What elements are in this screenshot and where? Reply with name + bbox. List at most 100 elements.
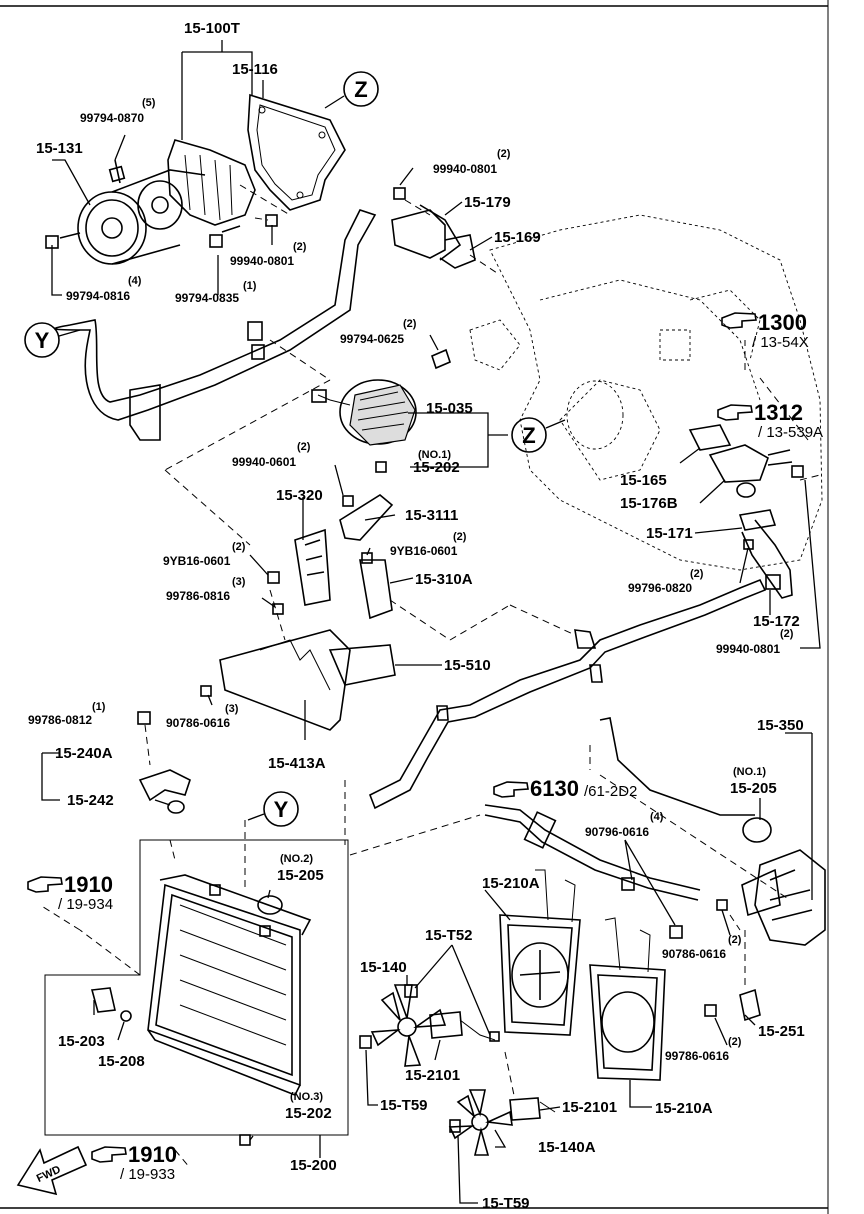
pno-99940-0601: 99940-0601 bbox=[232, 455, 296, 469]
label-15-510: 15-510 bbox=[444, 657, 491, 674]
qty-99794-0816: (4) bbox=[128, 275, 142, 287]
pno-90786-0616-bracket: 90786-0616 bbox=[166, 716, 230, 730]
qty-99940-0801-thermo: (2) bbox=[780, 628, 794, 640]
ref-1312-number: 1312 bbox=[754, 400, 803, 425]
guide-lines bbox=[39, 184, 809, 1169]
engine-block-outline bbox=[469, 214, 823, 571]
label-15-350: 15-350 bbox=[757, 717, 804, 734]
ref-6130: 6130 /61-2D2 bbox=[493, 776, 637, 801]
label-15-210A-left: 15-210A bbox=[482, 875, 540, 892]
ref-1300-number: 1300 bbox=[758, 310, 807, 335]
pno-9YB16-0601-right: 9YB16-0601 bbox=[390, 544, 458, 558]
qty-99796-0820: (2) bbox=[690, 568, 704, 580]
label-15-169: 15-169 bbox=[494, 229, 541, 246]
qty-99940-0601: (2) bbox=[297, 441, 311, 453]
label-15-320: 15-320 bbox=[276, 487, 323, 504]
ref-1312: 1312 / 13-539A bbox=[717, 400, 823, 441]
pno-99786-0812: 99786-0812 bbox=[28, 713, 92, 727]
pno-99940-0801-top: 99940-0801 bbox=[433, 162, 497, 176]
callout-y-bottom: Y bbox=[247, 791, 299, 827]
ref-1910-bottom-sub: / 19-933 bbox=[120, 1166, 175, 1183]
label-15-T59-right: 15-T59 bbox=[482, 1195, 530, 1212]
ref-1910-top: 1910 / 19-934 bbox=[27, 872, 113, 913]
ref-1300: 1300 / 13-54X bbox=[721, 310, 809, 351]
label-15-140: 15-140 bbox=[360, 959, 407, 976]
qty-99794-0835: (1) bbox=[243, 280, 257, 292]
pointing-hand-icon bbox=[493, 781, 529, 798]
lower-hose-pipe bbox=[368, 578, 767, 810]
radiator-core bbox=[90, 874, 312, 1146]
label-15-172: 15-172 bbox=[753, 613, 800, 630]
pno-99786-0816: 99786-0816 bbox=[166, 589, 230, 603]
ref-1910-top-sub: / 19-934 bbox=[58, 896, 113, 913]
ref-1910-bottom-number: 1910 bbox=[128, 1142, 177, 1167]
overflow-hose bbox=[484, 804, 701, 901]
callout-z-top: Z bbox=[324, 71, 379, 109]
pno-99794-0625: 99794-0625 bbox=[340, 332, 404, 346]
fan-shroud-right bbox=[589, 917, 666, 1081]
note-no1-reservoir: (NO.1) bbox=[733, 766, 766, 778]
label-15-200: 15-200 bbox=[290, 1157, 337, 1174]
ref-1910-bottom: 1910 / 19-933 bbox=[91, 1142, 177, 1183]
callout-y-left-text: Y bbox=[35, 328, 50, 353]
label-15-413A: 15-413A bbox=[268, 755, 326, 772]
ref-1300-sub: / 13-54X bbox=[752, 334, 809, 351]
label-15-3111: 15-3111 bbox=[405, 507, 458, 524]
fwd-arrow-icon: FWD bbox=[16, 1145, 88, 1196]
label-15-310A: 15-310A bbox=[415, 571, 473, 588]
callout-z-top-text: Z bbox=[354, 77, 367, 102]
label-15-T52: 15-T52 bbox=[425, 927, 473, 944]
water-outlet-housing bbox=[391, 187, 501, 276]
pno-99794-0816: 99794-0816 bbox=[66, 289, 130, 303]
fan-shroud-left bbox=[499, 869, 581, 1036]
label-15-202-radiator: 15-202 bbox=[285, 1105, 332, 1122]
pno-99940-0801-pump: 99940-0801 bbox=[230, 254, 294, 268]
coolant-reservoir bbox=[589, 717, 826, 1022]
qty-90786-0616-bracket: (3) bbox=[225, 703, 239, 715]
qty-9YB16-0601-left: (2) bbox=[232, 541, 246, 553]
label-15-T59-left: 15-T59 bbox=[380, 1097, 428, 1114]
label-15-210A-right: 15-210A bbox=[655, 1100, 713, 1117]
pointing-hand-icon bbox=[91, 1146, 127, 1163]
label-15-2101-right: 15-2101 bbox=[562, 1099, 617, 1116]
pno-99786-0616: 99786-0616 bbox=[665, 1049, 729, 1063]
pno-99794-0870: 99794-0870 bbox=[80, 111, 144, 125]
qty-99794-0625: (2) bbox=[403, 318, 417, 330]
label-15-202-top: 15-202 bbox=[413, 459, 460, 476]
qty-90796-0616: (4) bbox=[650, 811, 664, 823]
pointing-hand-icon bbox=[721, 312, 757, 329]
label-15-140A: 15-140A bbox=[538, 1139, 596, 1156]
label-15-116: 15-116 bbox=[232, 61, 278, 78]
qty-9YB16-0601-right: (2) bbox=[453, 531, 467, 543]
note-no1-fan: (NO.1) bbox=[418, 449, 451, 461]
pointing-hand-icon bbox=[717, 404, 753, 421]
label-15-179: 15-179 bbox=[464, 194, 511, 211]
qty-99786-0616: (2) bbox=[728, 1036, 742, 1048]
callout-z-mid: Z bbox=[511, 417, 566, 453]
fwd-label: FWD bbox=[35, 1164, 63, 1185]
label-15-242: 15-242 bbox=[67, 792, 114, 809]
pno-90786-0616-reservoir: 90786-0616 bbox=[662, 947, 726, 961]
qty-99794-0870: (5) bbox=[142, 97, 156, 109]
ref-1312-sub: / 13-539A bbox=[758, 424, 823, 441]
page-frame bbox=[0, 0, 829, 1214]
qty-99940-0801-pump: (2) bbox=[293, 241, 307, 253]
ref-1910-top-number: 1910 bbox=[64, 872, 113, 897]
fastener-labels: (5) 99794-0870 (2) 99940-0801 99794-0816… bbox=[28, 97, 794, 1063]
qty-99786-0816: (3) bbox=[232, 576, 246, 588]
position-notes: (NO.1) (NO.1) (NO.2) (NO.3) bbox=[280, 449, 766, 1103]
label-15-251: 15-251 bbox=[758, 1023, 805, 1040]
thermostat-housing bbox=[688, 424, 821, 599]
fan-blade-right bbox=[448, 877, 683, 1156]
label-15-240A: 15-240A bbox=[55, 745, 113, 762]
pno-99940-0801-thermo: 99940-0801 bbox=[716, 642, 780, 656]
upper-hose-pipe bbox=[54, 209, 377, 441]
label-15-205-reservoir: 15-205 bbox=[730, 780, 777, 797]
note-no2-radiator: (NO.2) bbox=[280, 853, 313, 865]
note-no3-radiator: (NO.3) bbox=[290, 1091, 323, 1103]
label-15-2101-left: 15-2101 bbox=[405, 1067, 460, 1084]
label-15-131: 15-131 bbox=[36, 140, 83, 157]
qty-90786-0616-reservoir: (2) bbox=[728, 934, 742, 946]
label-15-205-radiator: 15-205 bbox=[277, 867, 324, 884]
